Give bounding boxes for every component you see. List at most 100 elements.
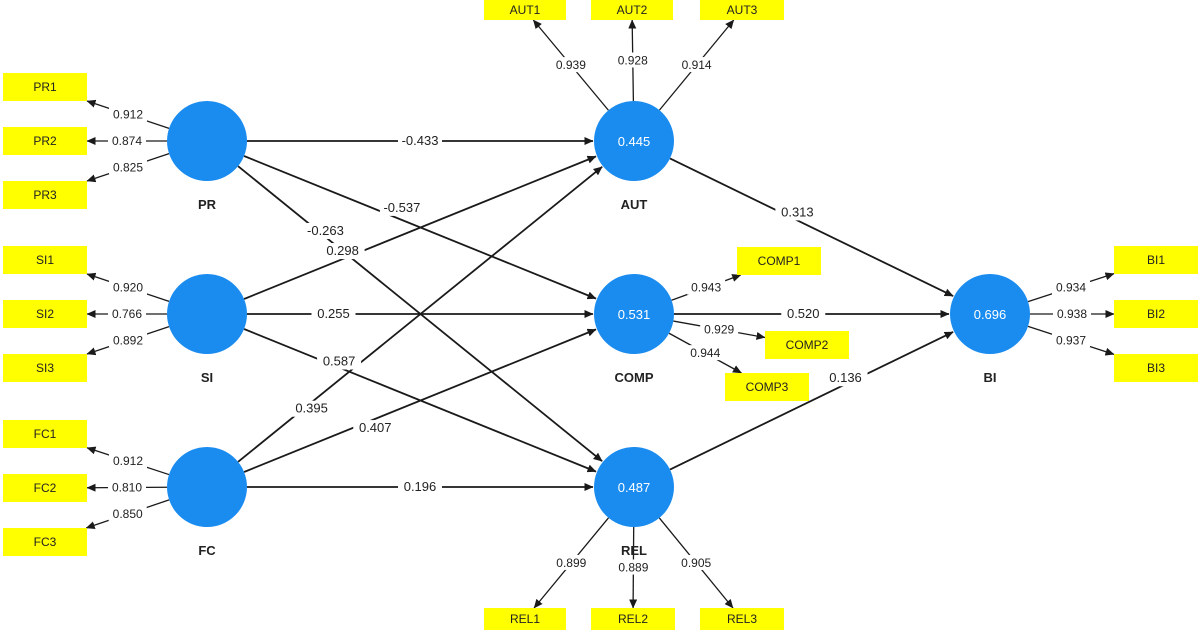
indicator-label-pr2: PR2 — [33, 134, 57, 148]
construct-node-pr[interactable] — [167, 101, 247, 181]
indicator-label-fc2: FC2 — [34, 481, 57, 495]
indicator-label-aut2: AUT2 — [617, 3, 648, 17]
loading-label-bg — [677, 554, 716, 570]
loading-value-comp3: 0.944 — [690, 346, 720, 360]
loading-label-bg — [109, 279, 148, 295]
loading-label-bg — [552, 554, 591, 570]
loading-label-bg — [1052, 332, 1091, 348]
indicator-label-pr1: PR1 — [33, 80, 57, 94]
construct-node-aut[interactable] — [594, 101, 674, 181]
indicator-label-pr3: PR3 — [33, 188, 57, 202]
indicator-box-fc1[interactable] — [3, 420, 87, 448]
loading-label-bg — [108, 133, 146, 148]
indicator-label-comp3: COMP3 — [746, 380, 789, 394]
path-coef-pr-to-aut: -0.433 — [402, 133, 439, 148]
r-squared-rel: 0.487 — [618, 480, 651, 495]
path-coef-rel-to-bi: 0.136 — [829, 370, 862, 385]
construct-node-comp[interactable] — [594, 274, 674, 354]
loading-value-aut2: 0.928 — [618, 54, 648, 68]
loading-label-bg — [687, 279, 726, 295]
construct-label-bi: BI — [984, 370, 997, 385]
path-arrow-aut-to-bi — [669, 157, 954, 297]
indicator-label-rel2: REL2 — [618, 612, 648, 626]
path-coef-si-to-rel: 0.587 — [323, 354, 356, 369]
indicator-box-rel2[interactable] — [591, 608, 675, 630]
path-coef-bg — [320, 243, 365, 260]
indicator-label-rel1: REL1 — [510, 612, 540, 626]
path-arrow-si-to-aut — [243, 155, 597, 300]
indicator-box-comp3[interactable] — [725, 373, 809, 401]
indicator-label-fc3: FC3 — [34, 535, 57, 549]
indicator-label-aut1: AUT1 — [510, 3, 541, 17]
indicator-box-comp1[interactable] — [737, 247, 821, 275]
indicator-label-si2: SI2 — [36, 307, 54, 321]
loading-label-bg — [108, 306, 146, 321]
indicator-box-si3[interactable] — [3, 354, 87, 382]
indicator-label-aut3: AUT3 — [727, 3, 758, 17]
construct-label-rel: REL — [621, 543, 647, 558]
indicator-box-si1[interactable] — [3, 246, 87, 274]
loading-label-bg — [677, 57, 716, 73]
construct-node-bi[interactable] — [950, 274, 1030, 354]
loading-value-comp2: 0.929 — [704, 322, 734, 336]
indicator-box-bi2[interactable] — [1114, 300, 1198, 328]
loading-value-fc3: 0.850 — [113, 507, 143, 521]
path-coef-si-to-comp: 0.255 — [317, 306, 350, 321]
loading-label-bg — [108, 453, 147, 469]
indicator-box-comp2[interactable] — [765, 331, 849, 359]
coefficient-labels-layer: 0.9120.8740.8250.9200.7660.8920.9120.810… — [108, 52, 1091, 575]
path-coef-bg — [353, 420, 398, 437]
path-coef-si-to-aut: 0.298 — [326, 243, 359, 258]
indicator-box-fc2[interactable] — [3, 474, 87, 502]
loading-value-aut1: 0.939 — [556, 58, 586, 72]
construct-label-aut: AUT — [621, 197, 648, 212]
construct-node-fc[interactable] — [167, 447, 247, 527]
indicator-box-aut2[interactable] — [591, 0, 673, 20]
loading-label-bg — [1053, 306, 1091, 321]
indicator-box-bi3[interactable] — [1114, 354, 1198, 382]
loading-label-bg — [551, 57, 590, 73]
indicator-label-comp1: COMP1 — [758, 254, 801, 268]
construct-label-si: SI — [201, 370, 213, 385]
indicator-box-aut1[interactable] — [484, 0, 566, 20]
loading-value-bi3: 0.937 — [1056, 333, 1086, 347]
loading-label-bg — [109, 106, 148, 122]
loading-value-rel2: 0.889 — [618, 560, 648, 574]
path-coef-bg — [398, 479, 442, 495]
loading-value-rel1: 0.899 — [556, 556, 586, 570]
loading-label-bg — [108, 505, 147, 521]
indicator-box-fc3[interactable] — [3, 528, 87, 556]
path-coef-bg — [317, 353, 362, 370]
loading-label-bg — [686, 345, 725, 361]
loading-value-fc2: 0.810 — [112, 480, 142, 494]
loading-value-rel3: 0.905 — [681, 556, 711, 570]
indicator-box-rel1[interactable] — [484, 608, 566, 630]
loading-value-bi2: 0.938 — [1057, 307, 1087, 321]
loading-value-aut3: 0.914 — [682, 58, 712, 72]
loading-value-si2: 0.766 — [112, 307, 142, 321]
loading-value-pr1: 0.912 — [113, 108, 143, 122]
indicator-box-aut3[interactable] — [700, 0, 784, 20]
construct-node-si[interactable] — [167, 274, 247, 354]
loading-label-bg — [1052, 279, 1091, 295]
indicator-box-pr3[interactable] — [3, 181, 87, 209]
path-coef-bg — [398, 133, 442, 149]
indicator-box-pr1[interactable] — [3, 73, 87, 101]
loading-value-bi1: 0.934 — [1056, 281, 1086, 295]
indicator-label-bi3: BI3 — [1147, 361, 1165, 375]
indicator-box-pr2[interactable] — [3, 127, 87, 155]
indicator-label-si3: SI3 — [36, 361, 54, 375]
indicator-box-bi1[interactable] — [1114, 246, 1198, 274]
path-coef-pr-to-comp: -0.537 — [383, 200, 420, 215]
path-coef-fc-to-rel: 0.196 — [404, 479, 437, 494]
indicator-box-si2[interactable] — [3, 300, 87, 328]
path-coef-bg — [303, 222, 348, 239]
indicator-label-comp2: COMP2 — [786, 338, 829, 352]
indicator-box-rel3[interactable] — [700, 608, 784, 630]
path-arrow-rel-to-bi — [669, 331, 954, 471]
construct-node-rel[interactable] — [594, 447, 674, 527]
path-coef-bg — [289, 400, 334, 417]
